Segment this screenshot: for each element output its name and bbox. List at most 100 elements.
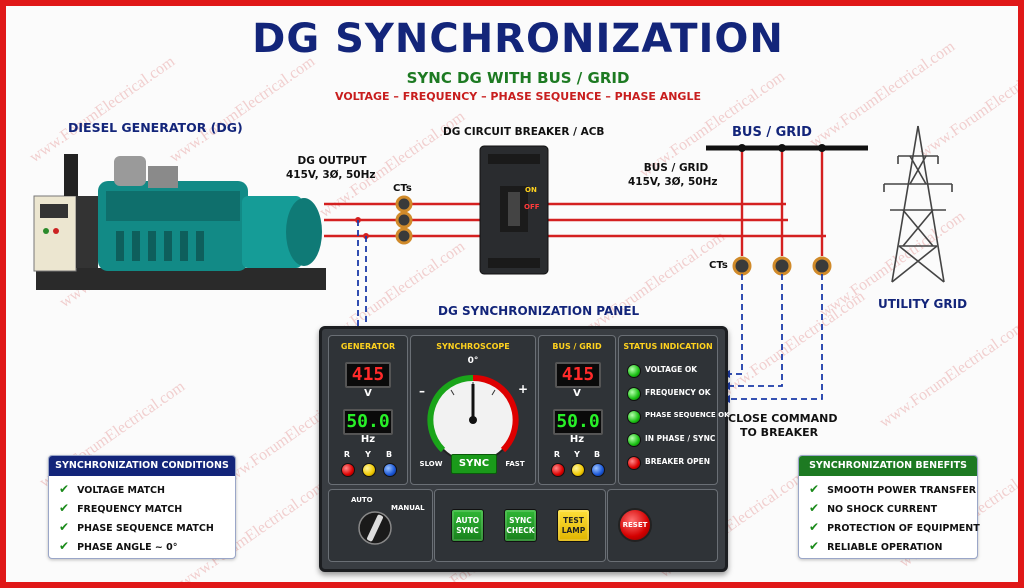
status-section: STATUS INDICATION VOLTAGE OK FREQUENCY O… — [618, 335, 730, 485]
bus-label: BUS / GRID — [732, 125, 812, 140]
bus-lamp-r — [551, 463, 565, 477]
generator-title: GENERATOR — [340, 342, 396, 351]
condition-item: ✔ PHASE SEQUENCE MATCH — [59, 520, 214, 534]
status-lamp-3 — [627, 433, 641, 447]
synchroscope-zero-label: 0° — [467, 356, 479, 366]
reset-section: RESET — [607, 489, 718, 562]
dg-output-title: DG OUTPUT — [297, 155, 367, 167]
mode-auto-label: AUTO — [351, 496, 373, 504]
auto-sync-line2: SYNC — [456, 525, 479, 535]
benefits-title: SYNCHRONIZATION BENEFITS — [799, 456, 977, 476]
bus-voltage-display: 415 — [555, 362, 601, 388]
ct-right-group — [732, 256, 832, 276]
benefit-label-2: PROTECTION OF EQUIPMENT — [827, 523, 980, 534]
bus-spec: 415V, 3Ø, 50Hz — [628, 176, 718, 188]
cts-right-label: CTs — [709, 260, 728, 271]
bus-lamp-b — [591, 463, 605, 477]
generator-phase-y-label: Y — [365, 450, 371, 459]
benefit-item: ✔ PROTECTION OF EQUIPMENT — [809, 520, 980, 534]
synchroscope-fast: FAST — [505, 460, 525, 468]
panel-title: DG SYNCHRONIZATION PANEL — [438, 304, 640, 318]
cts-left-label: CTs — [393, 183, 412, 194]
status-lamp-4 — [627, 456, 641, 470]
synchroscope-section: SYNCHROSCOPE 0° – + SLOW FAST SYNC — [410, 335, 536, 485]
sync-check-line1: SYNC — [509, 515, 532, 525]
condition-item: ✔ FREQUENCY MATCH — [59, 501, 182, 515]
check-icon: ✔ — [809, 539, 820, 553]
bus-lamp-y — [571, 463, 585, 477]
condition-label-2: PHASE SEQUENCE MATCH — [77, 523, 214, 534]
acb-on-label: ON — [525, 186, 537, 194]
status-label-1: FREQUENCY OK — [645, 388, 711, 397]
condition-label-3: PHASE ANGLE ~ 0° — [77, 542, 178, 553]
dg-label: DIESEL GENERATOR (DG) — [68, 120, 243, 135]
generator-phase-b-label: B — [385, 450, 393, 459]
synchroscope-dial — [427, 374, 519, 460]
benefit-item: ✔ NO SHOCK CURRENT — [809, 501, 937, 515]
dg-output-spec: 415V, 3Ø, 50Hz — [286, 169, 376, 181]
mode-manual-label: MANUAL — [391, 504, 425, 512]
status-label-4: BREAKER OPEN — [645, 457, 711, 466]
acb-label: DG CIRCUIT BREAKER / ACB — [443, 126, 605, 138]
acb-off-label: OFF — [524, 203, 540, 211]
synchroscope-slow: SLOW — [419, 460, 443, 468]
test-lamp-line1: TEST — [563, 515, 584, 525]
status-lamp-2 — [627, 410, 641, 424]
synchroscope-plus: + — [517, 382, 529, 396]
benefit-label-3: RELIABLE OPERATION — [827, 542, 943, 553]
check-icon: ✔ — [59, 520, 70, 534]
bus-phase-b-label: B — [593, 450, 601, 459]
benefit-label-1: NO SHOCK CURRENT — [827, 504, 938, 515]
control-wires — [357, 220, 823, 400]
conditions-title: SYNCHRONIZATION CONDITIONS — [49, 456, 235, 476]
acb-breaker — [479, 145, 549, 275]
generator-frequency-unit: Hz — [360, 434, 376, 445]
check-icon: ✔ — [809, 501, 820, 515]
condition-item: ✔ PHASE ANGLE ~ 0° — [59, 539, 178, 553]
sync-panel: GENERATOR 415 V 50.0 Hz R Y B SYNCHROSCO… — [319, 326, 730, 572]
bus-voltage-unit: V — [573, 388, 581, 399]
synchroscope-minus: – — [419, 384, 425, 398]
auto-sync-line1: AUTO — [455, 515, 480, 525]
condition-item: ✔VOLTAGE MATCH — [59, 482, 165, 496]
check-icon: ✔ — [809, 520, 820, 534]
generator-lamp-r — [341, 463, 355, 477]
utility-grid-label: UTILITY GRID — [878, 297, 968, 311]
wiring-diagram — [33, 125, 953, 403]
check-icon: ✔ — [59, 539, 70, 553]
test-lamp-line2: LAMP — [561, 525, 586, 535]
ct-left-group — [395, 195, 413, 245]
diesel-generator-illustration — [33, 154, 326, 290]
generator-section: GENERATOR 415 V 50.0 Hz R Y B — [328, 335, 408, 485]
generator-frequency-display: 50.0 — [343, 409, 393, 435]
conditions-box: SYNCHRONIZATION CONDITIONS ✔VOLTAGE MATC… — [48, 455, 236, 559]
generator-voltage-display: 415 — [345, 362, 391, 388]
benefits-box: SYNCHRONIZATION BENEFITS ✔SMOOTH POWER T… — [798, 455, 980, 559]
bus-frequency-display: 50.0 — [553, 409, 603, 435]
bus-spec-title: BUS / GRID — [643, 162, 709, 174]
mode-selector-switch[interactable] — [357, 510, 393, 546]
generator-lamp-y — [362, 463, 376, 477]
condition-label-1: FREQUENCY MATCH — [77, 504, 183, 515]
close-command-label-2: TO BREAKER — [740, 426, 819, 439]
bus-section: BUS / GRID 415 V 50.0 Hz R Y B — [538, 335, 616, 485]
mode-section: AUTO MANUAL — [328, 489, 433, 562]
generator-lamp-b — [383, 463, 397, 477]
page-tagline: VOLTAGE – FREQUENCY – PHASE SEQUENCE – P… — [335, 90, 701, 103]
page-subtitle: SYNC DG WITH BUS / GRID — [406, 69, 630, 87]
sync-indicator: SYNC — [451, 454, 497, 474]
reset-button[interactable]: RESET — [618, 508, 652, 542]
check-icon: ✔ — [59, 482, 70, 496]
check-icon: ✔ — [809, 482, 820, 496]
status-label-0: VOLTAGE OK — [645, 365, 698, 374]
check-icon: ✔ — [59, 501, 70, 515]
synchroscope-title: SYNCHROSCOPE — [436, 342, 510, 351]
sync-check-line2: CHECK — [506, 525, 535, 535]
close-command-label: CLOSE COMMAND — [728, 412, 838, 425]
bus-frequency-unit: Hz — [569, 434, 585, 445]
generator-voltage-unit: V — [364, 388, 372, 399]
